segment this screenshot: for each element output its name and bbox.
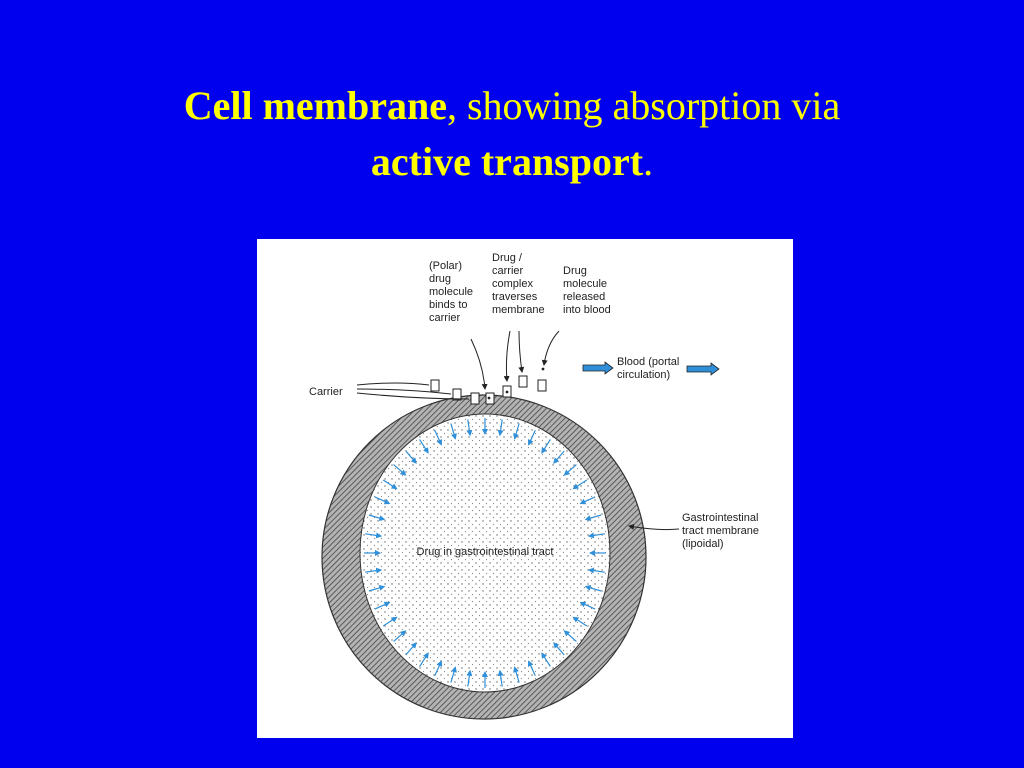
title-line-2: active transport. [0,134,1024,190]
label-gi-membrane-line: (lipoidal) [682,538,724,550]
carrier-box [452,388,462,401]
label-released-line: released [563,291,605,303]
absorption-arrow [513,666,520,683]
absorption-arrow [368,514,386,521]
label-blood-line: circulation) [617,369,670,381]
title-bold-active-transport: active transport [370,139,644,184]
absorption-arrow [382,616,398,627]
absorption-arrow [513,423,520,440]
slide-title: Cell membrane, showing absorption via ac… [0,78,1024,190]
blood-arrow-left [582,361,614,375]
absorption-arrow [368,585,386,592]
label-carrier: Carrier [309,386,343,398]
label-blood-line: Blood (portal [617,356,679,368]
absorption-arrow [497,419,504,437]
absorption-arrow [434,429,443,446]
absorption-arrows [364,418,606,688]
absorption-arrow [382,479,398,490]
label-complex-line: Drug / [492,252,523,264]
label-released-line: into blood [563,304,611,316]
label-polar-drug-line: binds to [429,299,468,311]
title-bold-cell-membrane: Cell membrane [183,83,447,128]
label-polar-drug-line: (Polar) [429,260,462,272]
absorption-arrow [450,423,457,440]
absorption-arrow [365,532,383,539]
label-complex: Drug / carrier complex traverses membran… [492,252,545,316]
label-blood: Blood (portal circulation) [617,356,682,381]
leader-carrier-2 [356,388,452,395]
label-released-line: molecule [563,278,607,290]
absorption-arrow [553,642,565,656]
absorption-arrow [405,450,417,464]
absorption-arrow [466,669,473,687]
absorption-arrow [405,642,417,656]
label-center: Drug in gastrointestinal tract [417,546,554,558]
title-line-1: Cell membrane, showing absorption via [0,78,1024,134]
absorption-arrow [374,601,391,610]
carrier-box [518,375,528,388]
absorption-arrow [563,630,577,642]
gi-lumen [359,413,611,693]
carrier-box [430,379,440,392]
title-rest-2: . [643,139,654,184]
absorption-arrow [374,496,391,505]
absorption-arrow [572,616,588,627]
label-complex-line: carrier [492,265,524,277]
title-rest-1: , showing absorption via [446,83,841,128]
absorption-arrow [393,464,407,476]
absorption-arrow [541,439,551,454]
absorption-arrow [450,666,457,683]
label-polar-drug: (Polar) drug molecule binds to carrier [429,260,476,324]
leader-lines [356,330,680,531]
carrier-box [470,392,480,405]
leader-carrier-1 [356,382,430,386]
label-released-line: Drug [563,265,587,277]
leader-released [541,330,560,366]
absorption-arrow [497,669,504,687]
label-complex-line: complex [492,278,533,290]
label-gi-membrane: Gastrointestinal tract membrane (lipoida… [682,512,762,550]
leader-polar-drug [470,338,488,390]
leader-complex-2 [518,330,525,373]
blood-flow-arrows [582,361,720,376]
absorption-arrow [419,652,429,667]
absorption-arrow [541,652,551,667]
diagram-panel: (Polar) drug molecule binds to carrier D… [257,239,793,738]
diagram-labels: (Polar) drug molecule binds to carrier D… [309,252,762,558]
absorption-arrow [419,439,429,454]
blood-arrow-right [686,362,720,376]
absorption-arrow [527,429,536,446]
drug-molecule-dot [487,396,491,400]
absorption-arrow [584,585,602,592]
carrier-box [537,379,547,392]
drug-molecule-dot [541,367,545,371]
label-gi-membrane-line: tract membrane [682,525,759,537]
label-complex-line: membrane [492,304,545,316]
absorption-arrow [579,601,596,610]
absorption-arrow [365,567,383,574]
absorption-arrow [466,419,473,437]
label-gi-membrane-line: Gastrointestinal [682,512,758,524]
absorption-arrow [584,514,602,521]
label-polar-drug-line: drug [429,273,451,285]
absorption-arrow [527,660,536,677]
absorption-arrow [553,450,565,464]
leader-complex-1 [503,330,511,382]
drug-molecule-dot [505,390,509,394]
absorption-arrow [572,479,588,490]
membrane-diagram: (Polar) drug molecule binds to carrier D… [309,252,762,720]
label-polar-drug-line: carrier [429,312,461,324]
label-released: Drug molecule released into blood [563,265,611,316]
absorption-arrow [393,630,407,642]
absorption-arrow [587,532,605,539]
carrier-group [430,367,547,405]
absorption-arrow [434,660,443,677]
label-complex-line: traverses [492,291,538,303]
label-polar-drug-line: molecule [429,286,473,298]
leader-gi-membrane [628,523,680,531]
absorption-arrow [563,464,577,476]
leader-carrier-3 [356,392,470,400]
absorption-arrow [579,496,596,505]
absorption-arrow [587,567,605,574]
